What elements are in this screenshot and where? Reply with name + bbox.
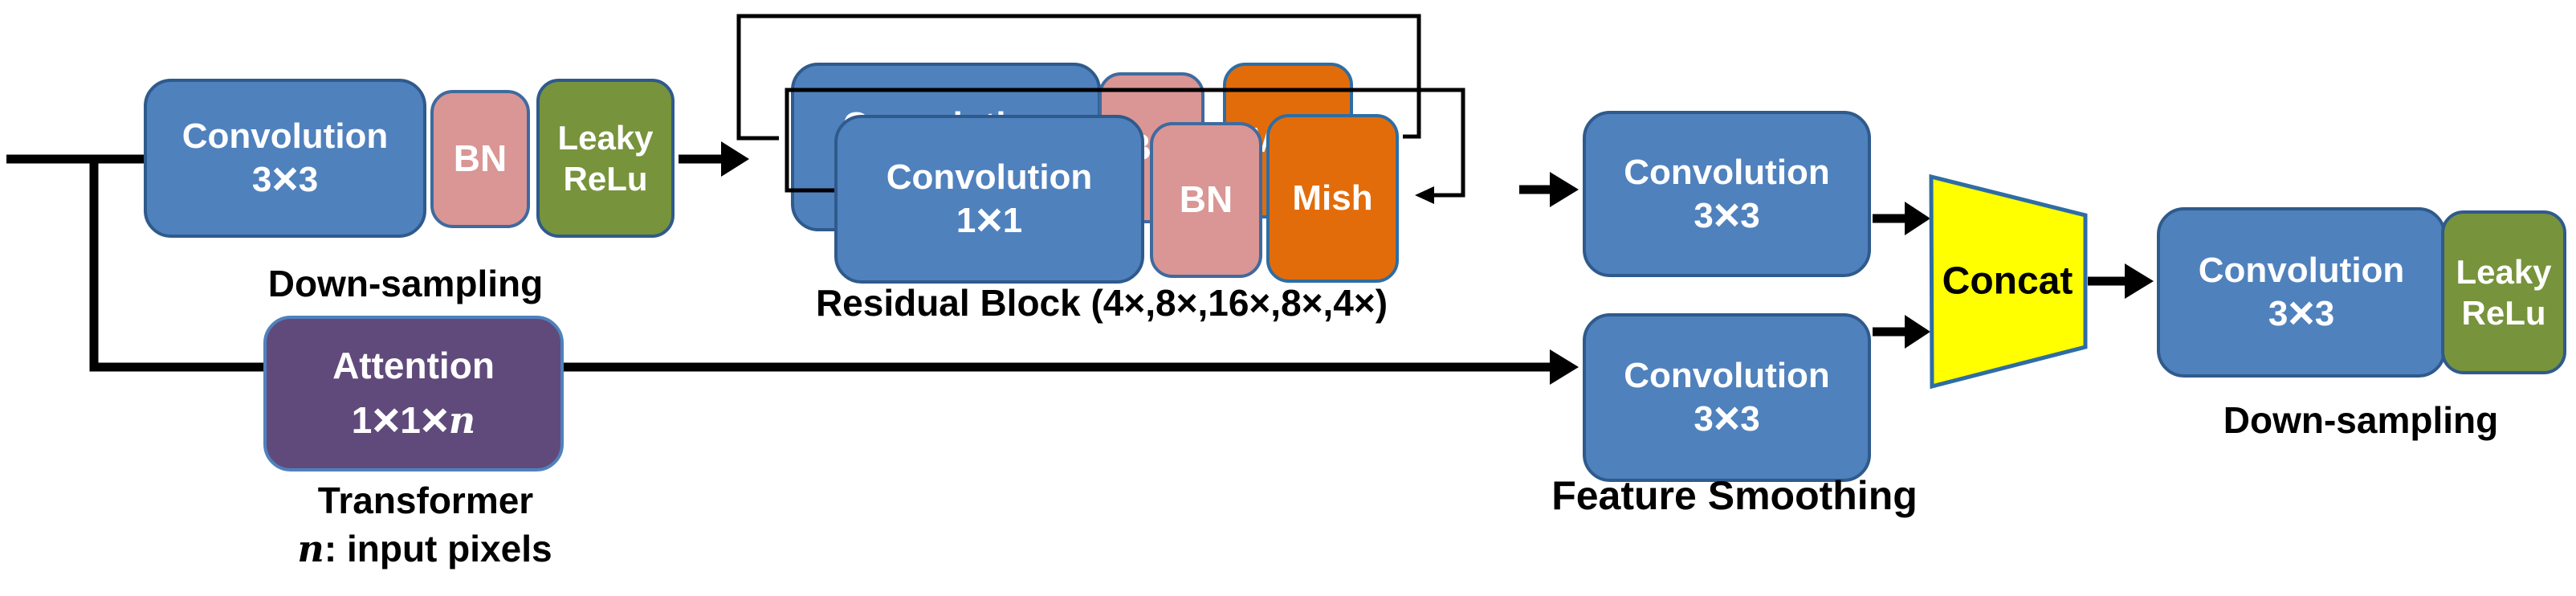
bn-label: BN <box>453 137 507 180</box>
conv-label-line1: Convolution <box>181 116 389 157</box>
attention-branch-line <box>89 159 1579 385</box>
downsampling-left-conv-3x3-block: Convolution 3×3 <box>144 79 426 238</box>
leaky-relu-label-line2: ReLu <box>563 160 648 198</box>
smoothing-top-to-concat-arrow <box>1873 202 1930 235</box>
residual-front-mish-block: Mish <box>1266 114 1399 283</box>
downsampling-right-leaky-relu-block: Leaky ReLu <box>2441 210 2566 374</box>
residual-front-conv-1x1-block: Convolution 1×1 <box>834 115 1144 284</box>
conv-label-line2: 3×3 <box>1694 189 1760 241</box>
residual-front-bn-block: BN <box>1150 122 1262 278</box>
concat-trapezoid <box>1929 173 2088 390</box>
residual-loop-arrowhead-icon <box>1415 186 1434 204</box>
conv-label-line2: 3×3 <box>251 153 319 205</box>
residual-mish-label: Mish <box>1292 178 1373 218</box>
conv-label-line2: 3×3 <box>2268 288 2335 339</box>
feature-smoothing-caption: Feature Smoothing <box>1551 473 1918 518</box>
attention-label-line2: 1×1×n <box>351 393 476 447</box>
transformer-caption-line1: Transformer <box>317 480 534 521</box>
feature-smoothing-conv-bottom-block: Convolution 3×3 <box>1583 313 1871 482</box>
conv-label-line2: 3×3 <box>1694 393 1760 444</box>
residual-conv-label-line2: 1×1 <box>956 194 1023 246</box>
attention-line-arrowhead-icon <box>1550 349 1579 385</box>
residual-bn-label: BN <box>1179 178 1233 221</box>
residual-block-caption: Residual Block (4×,8×,16×,8×,4×) <box>815 282 1388 324</box>
arrowhead-icon <box>1550 172 1579 207</box>
downsampling-to-residual-arrow <box>679 141 749 177</box>
leaky-relu-label-line1: Leaky <box>557 118 654 157</box>
downsampling-right-caption: Down-sampling <box>2223 399 2499 441</box>
residual-to-smoothing-arrow <box>1519 172 1579 207</box>
leaky-relu-label-line1: Leaky <box>2456 252 2552 291</box>
downsampling-left-caption: Down-sampling <box>267 263 544 304</box>
smoothing-bottom-to-concat-arrow <box>1873 315 1930 349</box>
downsampling-left-bn-block: BN <box>430 90 530 228</box>
downsampling-left-leaky-relu-block: Leaky ReLu <box>536 79 675 238</box>
leaky-relu-label-line2: ReLu <box>2461 294 2546 332</box>
conv-label-line1: Convolution <box>2198 251 2405 291</box>
feature-smoothing-conv-top-block: Convolution 3×3 <box>1583 111 1871 277</box>
residual-conv-label-line1: Convolution <box>886 157 1093 198</box>
arrowhead-icon <box>1905 315 1930 349</box>
conv-label-line1: Convolution <box>1624 356 1830 396</box>
arrowhead-icon <box>1905 202 1930 235</box>
residual-outer-skip-loop <box>736 14 1421 141</box>
concat-label: Concat <box>1942 259 2073 303</box>
arrowhead-icon <box>2125 263 2154 299</box>
transformer-caption-line2: n: input pixels <box>297 527 552 570</box>
downsampling-right-conv-3x3-block: Convolution 3×3 <box>2157 207 2446 378</box>
arrowhead-icon <box>721 141 749 177</box>
concat-to-downsampling-arrow <box>2088 263 2154 299</box>
conv-label-line1: Convolution <box>1624 152 1830 192</box>
attention-label-line1: Attention <box>332 345 495 387</box>
residual-inner-skip-loop <box>785 88 1465 204</box>
attention-block: Attention 1×1×n <box>263 316 564 471</box>
